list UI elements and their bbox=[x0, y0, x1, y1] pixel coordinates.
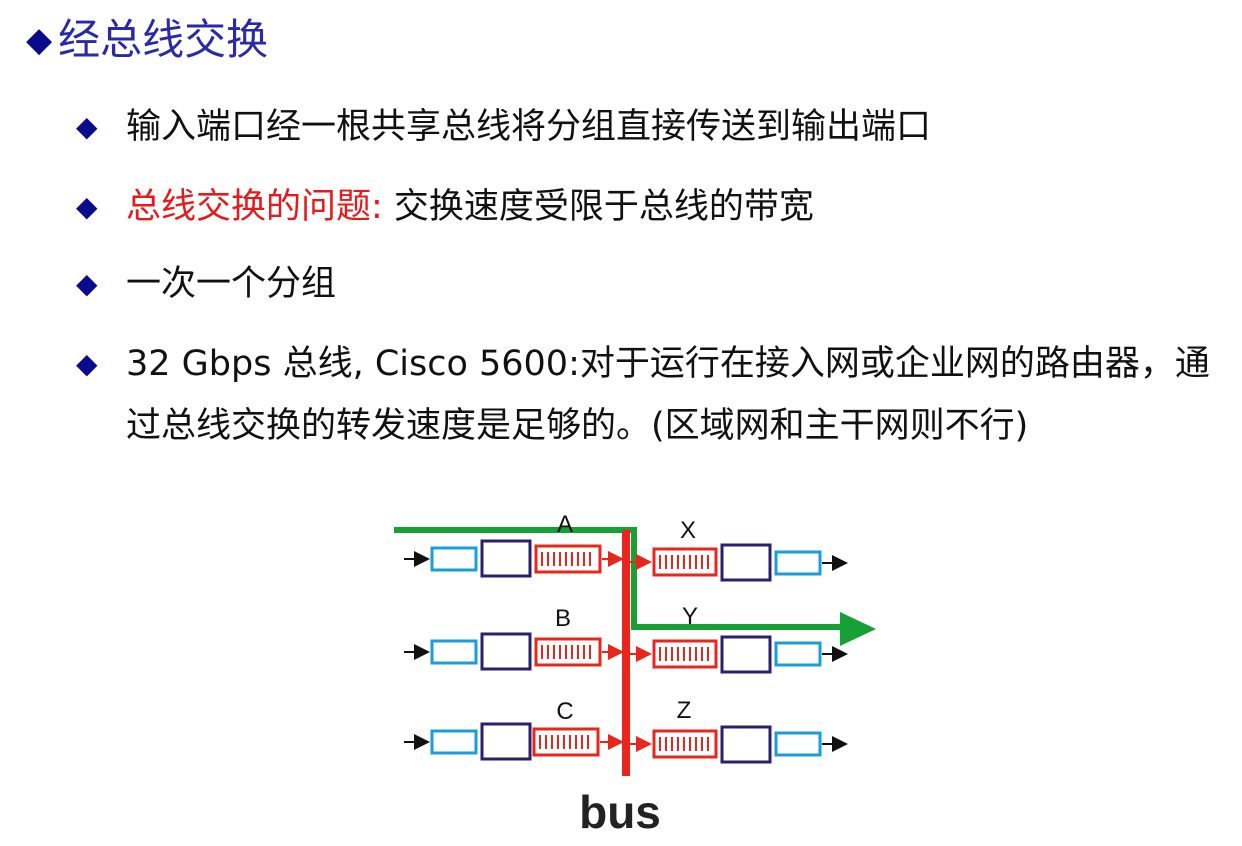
slide-title-text: 经总线交换 bbox=[58, 15, 269, 64]
output-queue-z bbox=[652, 729, 718, 759]
output-queue-x bbox=[652, 547, 718, 577]
bullet-3-text: 一次一个分组 bbox=[126, 264, 337, 304]
diamond-bullet-icon: ◆ bbox=[76, 267, 98, 300]
output-queue-y bbox=[652, 639, 718, 669]
input-purple-box bbox=[480, 722, 532, 761]
input-cyan-box bbox=[430, 729, 478, 755]
input-purple-box bbox=[480, 539, 532, 578]
bullet-2-highlight: 总线交换的问题: bbox=[126, 187, 383, 227]
bus-line bbox=[622, 530, 630, 776]
port-label-x: X bbox=[680, 517, 696, 544]
bullet-3: ◆ 一次一个分组 bbox=[76, 253, 1216, 315]
diamond-bullet-icon: ◆ bbox=[26, 20, 53, 60]
port-label-z: Z bbox=[677, 697, 692, 724]
bus-switching-diagram: A X B Y C Z bbox=[394, 511, 876, 838]
output-purple-box bbox=[720, 725, 772, 764]
bullet-2: ◆ 总线交换的问题: 交换速度受限于总线的带宽 bbox=[76, 176, 1216, 238]
output-purple-box bbox=[720, 635, 772, 674]
input-purple-box bbox=[480, 632, 532, 671]
input-queue-c bbox=[532, 727, 600, 757]
port-label-b: B bbox=[555, 605, 571, 632]
bullet-2-text: 交换速度受限于总线的带宽 bbox=[382, 187, 814, 227]
port-label-c: C bbox=[556, 698, 573, 725]
output-cyan-box bbox=[774, 731, 822, 757]
bullet-4: ◆ 32 Gbps 总线, Cisco 5600:对于运行在接入网或企业网的路由… bbox=[76, 333, 1216, 457]
diamond-bullet-icon: ◆ bbox=[76, 190, 98, 223]
bus-label: bus bbox=[579, 786, 661, 838]
slide-title: ◆ 经总线交换 bbox=[26, 14, 268, 66]
input-cyan-box bbox=[430, 639, 478, 665]
green-path-line bbox=[394, 527, 843, 630]
port-label-y: Y bbox=[682, 603, 698, 630]
input-queue-a bbox=[534, 544, 602, 574]
input-queue-b bbox=[534, 637, 602, 667]
green-arrow-head-icon bbox=[840, 612, 876, 646]
bullet-1: ◆ 输入端口经一根共享总线将分组直接传送到输出端口 bbox=[76, 96, 1216, 158]
output-cyan-box bbox=[774, 641, 822, 667]
output-cyan-box bbox=[774, 550, 822, 576]
port-label-a: A bbox=[557, 511, 573, 538]
input-cyan-box bbox=[430, 546, 478, 572]
diamond-bullet-icon: ◆ bbox=[76, 110, 98, 143]
bullet-4-text: 32 Gbps 总线, Cisco 5600:对于运行在接入网或企业网的路由器，… bbox=[126, 344, 1210, 446]
bullet-1-text: 输入端口经一根共享总线将分组直接传送到输出端口 bbox=[126, 107, 932, 147]
diamond-bullet-icon: ◆ bbox=[76, 347, 98, 380]
output-purple-box bbox=[720, 543, 772, 582]
